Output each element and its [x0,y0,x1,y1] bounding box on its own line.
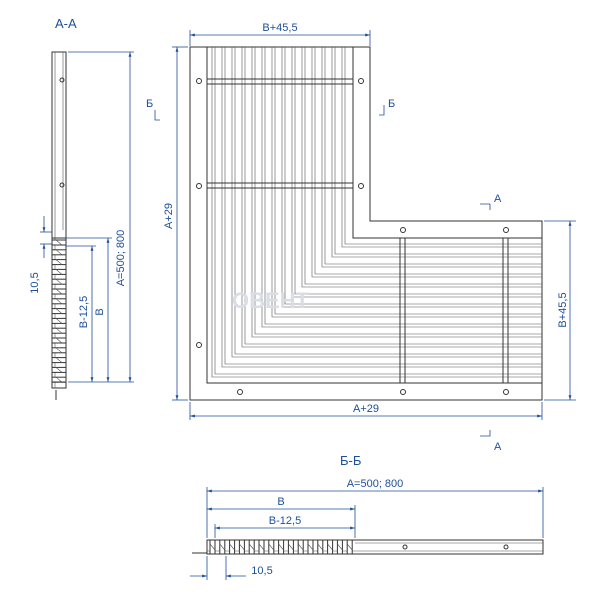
screw-icon [503,227,509,233]
left-height-label: A+29 [163,203,175,229]
bb-frame-profile [206,539,544,555]
aa-blade-stack [51,237,67,383]
louvre-blade [331,47,542,258]
louvre-blade [211,47,542,378]
louvre-blade [301,47,542,288]
aa-frame-profile [51,51,67,389]
screw-icon [196,183,202,189]
screw-icon [503,389,509,395]
louvre-blade [241,47,542,348]
outer-frame [189,46,543,401]
bb-offset-label: 10,5 [251,565,272,577]
cut-mark-a-bottom [480,430,491,437]
louvre-blade-edge [324,47,542,265]
top-width-label: B+45,5 [262,22,297,34]
screw-icons [196,78,509,395]
louvre-blade [231,47,542,358]
louvre-blade-edge [264,47,542,325]
aa-height-label: A=500; 800 [115,230,127,287]
louvre-blade-edge [294,47,542,295]
screw-icon [358,183,364,189]
screw-icon [400,227,406,233]
louvre-blade-edge [344,47,542,245]
louvre-blade [291,47,542,298]
screw-icon [358,78,364,84]
section-aa-view: A-A A=500; 800 B B-12,5 10,5 [29,16,134,400]
screw-icon [400,389,406,395]
bb-blade-stack [209,539,353,555]
bb-screw-icon [503,544,509,550]
louvre-blade-edge [224,47,542,365]
cut-mark-b-left [154,110,160,121]
aa-screw-icon [59,77,65,83]
bb-b-minus-label: B-12,5 [269,515,301,527]
bb-b-label: B [277,496,284,508]
louvre-blade-edge [314,47,542,275]
plan-view: ОВЕНТ B+45,5 A+29 A+29 B+45,5 Б Б A A [146,22,576,453]
louvre-blade-edge [274,47,542,315]
louvre-blade [341,47,542,248]
louvre-blade-edge [234,47,542,355]
cut-mark-a-top-label: A [494,193,502,205]
screw-icon [237,389,243,395]
aa-screw-icon [59,182,65,188]
cut-mark-b-right [379,105,385,116]
cut-mark-a-bottom-label: A [494,441,502,453]
louvre-blade-edge [334,47,542,255]
aa-b-label: B [94,308,106,315]
screw-icon [196,78,202,84]
louvre-blade [311,47,542,278]
louvre-blade-edge [214,47,542,375]
louvre-blade [281,47,542,308]
bottom-width-label: A+29 [353,403,379,415]
section-bb-view: Б-Б A=500; 800 B B-12,5 10,5 [190,453,544,580]
right-height-label: B+45,5 [557,292,569,327]
louvre-blades [211,47,542,378]
aa-offset-label: 10,5 [29,272,41,293]
bb-screw-icon [402,544,408,550]
cut-mark-b-right-label: Б [388,98,395,110]
louvre-blade-edge [244,47,542,345]
cut-mark-a-top [480,203,491,210]
louvre-blade-edge [304,47,542,285]
louvre-blade [251,47,542,338]
louvre-blade [221,47,542,368]
cut-mark-b-left-label: Б [146,98,153,110]
louvre-blade [261,47,542,328]
section-aa-title: A-A [55,16,77,31]
screw-icon [196,342,202,348]
watermark-logo: ОВЕНТ [232,288,310,313]
louvre-blade-edge [254,47,542,335]
section-bb-title: Б-Б [340,453,361,468]
louvre-blade-edge [284,47,542,305]
bb-a-label: A=500; 800 [347,478,404,490]
louvre-blade [321,47,542,268]
aa-b-minus-label: B-12,5 [78,296,90,328]
louvre-blade [271,47,542,318]
